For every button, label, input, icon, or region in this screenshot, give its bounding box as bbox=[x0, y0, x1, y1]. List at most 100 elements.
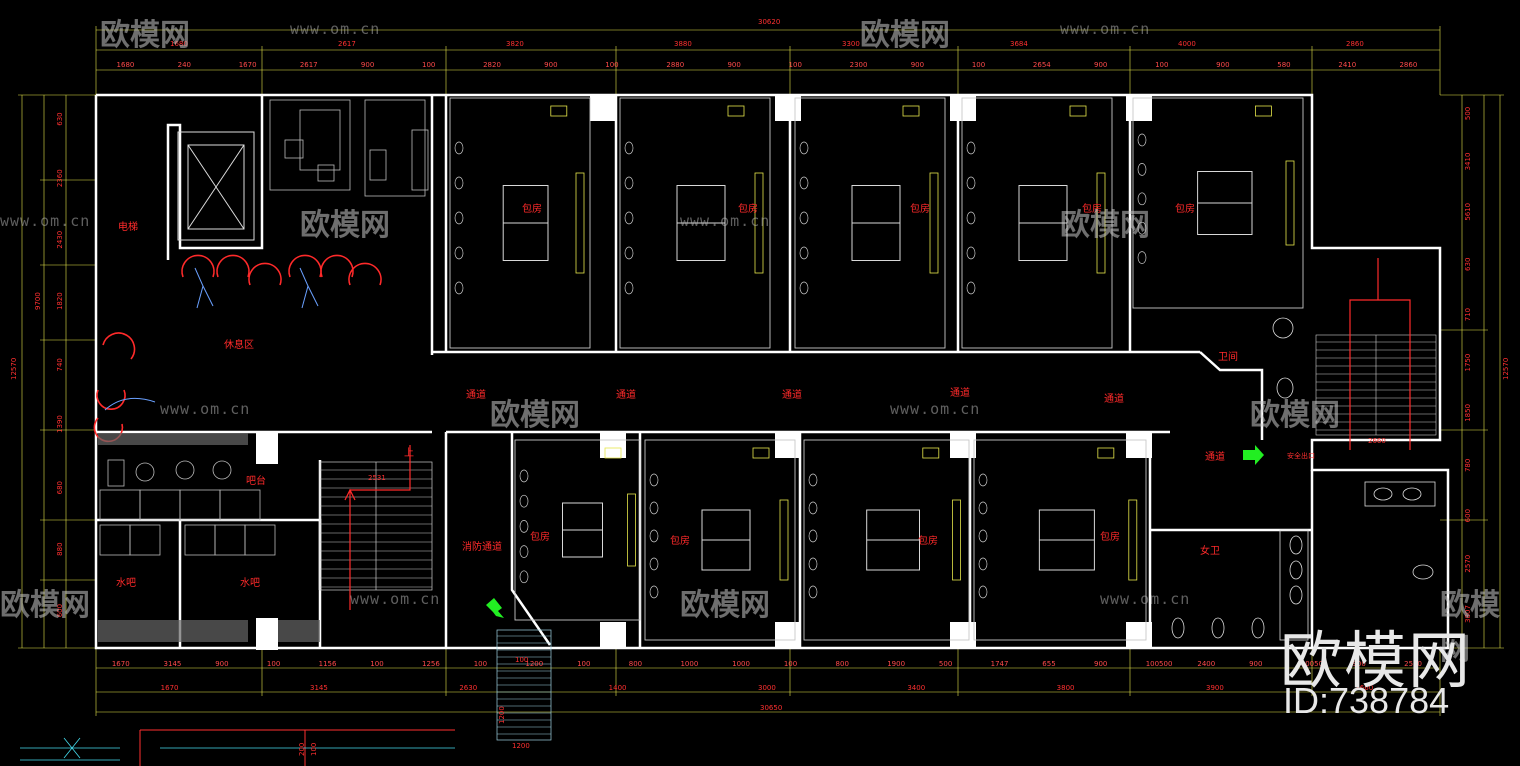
dim-value: 900 bbox=[215, 660, 228, 668]
label-water-bar-1: 水吧 bbox=[116, 577, 136, 589]
dim-value: 580 bbox=[1277, 61, 1290, 69]
label-room-8: 包房 bbox=[918, 534, 938, 547]
dim-value: 600 bbox=[56, 604, 64, 617]
dim-value: 100 bbox=[422, 61, 435, 69]
dim-value: 100 bbox=[605, 61, 618, 69]
dim-value: 900 bbox=[727, 61, 740, 69]
dim-value: 740 bbox=[56, 358, 64, 371]
dim-value: 630 bbox=[56, 112, 64, 125]
dim-value: 3300 bbox=[842, 40, 860, 48]
dim-value: 100 bbox=[370, 660, 383, 668]
dim-value: 2410 bbox=[1338, 61, 1356, 69]
dim-value: 1400 bbox=[609, 684, 627, 692]
toilet-fixtures bbox=[1171, 317, 1436, 641]
dim-value: 900 bbox=[361, 61, 374, 69]
dim-left-mid: 9700 bbox=[34, 292, 42, 310]
dim-value: 3145 bbox=[310, 684, 328, 692]
dim-value: 2360 bbox=[56, 169, 64, 187]
label-room-6: 包房 bbox=[530, 530, 550, 543]
dim-value: 2300 bbox=[850, 61, 868, 69]
label-toilet: 卫间 bbox=[1218, 350, 1238, 363]
dim-value: 2654 bbox=[1033, 61, 1051, 69]
dim-entry-stair-1: 1200 bbox=[498, 706, 506, 724]
dim-value: 3820 bbox=[506, 40, 524, 48]
dim-value: 780 bbox=[1464, 459, 1472, 472]
dim-value: 100 bbox=[1155, 61, 1168, 69]
dim-value: 1256 bbox=[422, 660, 440, 668]
dim-value: 3400 bbox=[907, 684, 925, 692]
dim-value: 100500 bbox=[1146, 660, 1173, 668]
entry-stair-treads bbox=[497, 635, 551, 735]
dim-value: 100500 bbox=[1301, 660, 1328, 668]
right-stair-treads bbox=[1316, 341, 1436, 431]
label-corridor-4: 通道 bbox=[950, 386, 970, 399]
dim-value: 900 bbox=[544, 61, 557, 69]
dim-value: 3145 bbox=[164, 660, 182, 668]
watermark-url-5: www.om.cn bbox=[160, 400, 251, 418]
label-room-2: 包房 bbox=[738, 202, 758, 215]
watermark-logo-6: 欧模网 bbox=[1250, 398, 1340, 433]
dim-value: 655 bbox=[1042, 660, 1055, 668]
label-fire-exit: 消防通道 bbox=[462, 540, 502, 553]
dim-extra-2: 100 bbox=[310, 743, 318, 756]
label-water-bar-2: 水吧 bbox=[240, 577, 260, 589]
dim-value: 2820 bbox=[483, 61, 501, 69]
dim-value: 4000 bbox=[1178, 40, 1196, 48]
watermark-logo-8: 欧模网 bbox=[680, 588, 770, 623]
watermark-big-logo: 欧模网 bbox=[1280, 624, 1473, 697]
dim-value: 3807 bbox=[1464, 605, 1472, 623]
dim-value: 710 bbox=[1464, 308, 1472, 321]
dim-value: 1390 bbox=[56, 415, 64, 433]
dim-value: 2550 bbox=[1404, 660, 1422, 668]
bottom-annex-lines bbox=[20, 737, 455, 761]
dim-right-stair: 2660 bbox=[1368, 437, 1386, 445]
dim-value: 3684 bbox=[1010, 40, 1028, 48]
private-rooms-top bbox=[449, 97, 1304, 349]
dim-entry-stair-2: 100 bbox=[515, 656, 528, 664]
dim-value: 100 bbox=[577, 660, 590, 668]
dim-value: 1670 bbox=[161, 684, 179, 692]
right-stair-arrow bbox=[1349, 258, 1411, 450]
watermark-logo-5: 欧模网 bbox=[490, 398, 580, 433]
dim-value: 3660 bbox=[1355, 684, 1373, 692]
dim-value: 2570 bbox=[1464, 555, 1472, 573]
dim-value: 1680 bbox=[117, 61, 135, 69]
dim-stair-width: 2531 bbox=[368, 474, 386, 482]
watermark-url-6: www.om.cn bbox=[890, 400, 981, 418]
dim-value: 5610 bbox=[1464, 203, 1472, 221]
dim-value: 1747 bbox=[991, 660, 1009, 668]
watermark-url-3: www.om.cn bbox=[0, 212, 91, 230]
dim-value: 800 bbox=[836, 660, 849, 668]
dim-value: 900 bbox=[1216, 61, 1229, 69]
stair-arrow bbox=[344, 445, 411, 610]
dim-value: 500 bbox=[939, 660, 952, 668]
dim-value: 2617 bbox=[300, 61, 318, 69]
watermark-url-1: www.om.cn bbox=[290, 20, 381, 38]
watermark-logo-7: 欧模网 bbox=[0, 588, 90, 623]
dim-value: 2400 bbox=[1197, 660, 1215, 668]
dim-value: 2880 bbox=[666, 61, 684, 69]
label-exit-small: 安全出口 bbox=[1287, 451, 1315, 460]
dim-value: 3800 bbox=[1057, 684, 1075, 692]
dim-extra-1: 200 bbox=[298, 743, 306, 756]
dim-value: 100 bbox=[267, 660, 280, 668]
dim-value: 2860 bbox=[1399, 61, 1417, 69]
dim-value: 630 bbox=[1464, 258, 1472, 271]
dimension-ticks bbox=[18, 26, 1504, 716]
dim-value: 900 bbox=[1094, 61, 1107, 69]
label-bar-counter: 吧台 bbox=[246, 474, 266, 487]
dim-value: 1156 bbox=[319, 660, 337, 668]
label-room-3: 包房 bbox=[910, 202, 930, 215]
watermark-url-2: www.om.cn bbox=[1060, 20, 1151, 38]
label-stairs-up: 上 bbox=[404, 447, 414, 459]
dim-value: 1670 bbox=[112, 660, 130, 668]
watermark-logo-2: 欧模网 bbox=[860, 18, 950, 53]
dim-entry-stair-3: 1200 bbox=[512, 742, 530, 750]
elevator-shaft bbox=[177, 131, 255, 241]
